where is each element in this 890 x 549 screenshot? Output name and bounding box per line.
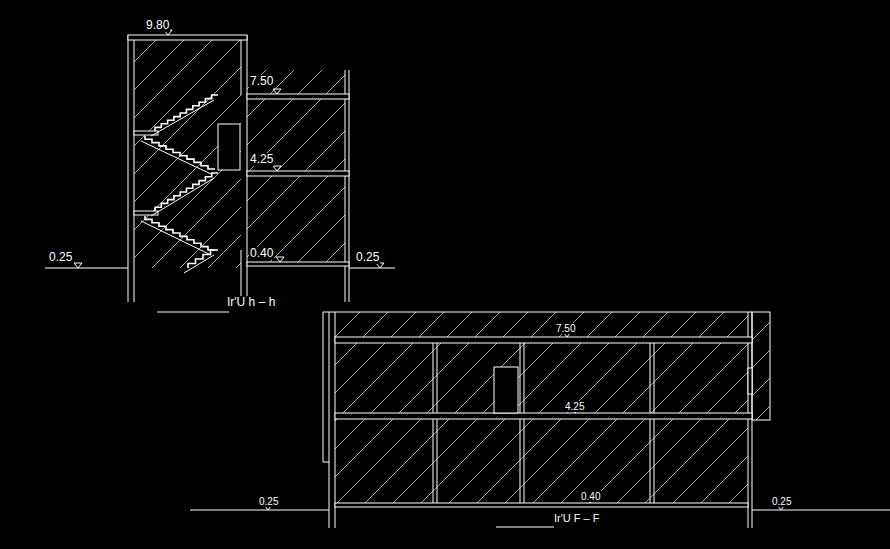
- hatch-area: [752, 312, 770, 420]
- wall-line: [345, 70, 346, 302]
- stairs: [141, 95, 218, 273]
- slab: [128, 35, 247, 40]
- ground-line: [190, 510, 329, 511]
- door: [494, 367, 518, 413]
- section-title: Ir'U h – h: [226, 296, 276, 309]
- stair-flight: [188, 250, 218, 268]
- stair-underside: [151, 178, 214, 216]
- level-label: 0.40: [249, 247, 274, 260]
- level-label: 0.25: [258, 496, 279, 507]
- stair-underside: [184, 255, 214, 273]
- slab: [247, 94, 349, 99]
- wall-line: [241, 40, 242, 95]
- wall-line: [752, 312, 753, 528]
- level-mark: [273, 89, 281, 94]
- wall-line: [134, 40, 135, 302]
- level-label: 4.25: [249, 153, 274, 166]
- level-label: 4.25: [564, 401, 585, 412]
- level-mark: [74, 263, 82, 268]
- slab: [247, 262, 349, 266]
- stair-underside: [141, 221, 211, 255]
- ground-line: [45, 268, 128, 269]
- slab: [335, 413, 752, 419]
- section-bottom: [190, 312, 890, 528]
- column: [437, 343, 438, 503]
- stair-flight: [155, 173, 218, 211]
- hatch-area: [134, 40, 241, 268]
- door: [218, 124, 240, 170]
- wall-line: [748, 312, 749, 528]
- slab: [335, 503, 748, 507]
- level-label: 7.50: [249, 75, 274, 88]
- slab: [247, 171, 349, 176]
- stair-flight: [145, 136, 215, 169]
- title-underline: [157, 312, 229, 313]
- stair-flight: [145, 216, 215, 250]
- level-label: 7.50: [555, 323, 576, 334]
- column: [433, 343, 434, 503]
- level-label: 0.25: [48, 251, 73, 264]
- wall-line: [241, 250, 242, 302]
- level-mark: [273, 166, 281, 171]
- wall-line: [329, 312, 330, 528]
- column: [650, 343, 651, 503]
- section-top: [45, 30, 395, 312]
- stair-underside: [141, 141, 211, 174]
- stair-flight: [155, 95, 218, 131]
- column: [654, 343, 655, 503]
- level-mark: [276, 257, 284, 262]
- window: [748, 368, 752, 394]
- level-label: 0.40: [580, 491, 601, 502]
- column: [520, 343, 521, 503]
- ground-line: [752, 510, 890, 511]
- ground-line: [349, 268, 395, 269]
- stair-underside: [151, 100, 214, 136]
- wall-line: [329, 312, 752, 313]
- level-label: 0.25: [771, 496, 792, 507]
- wall-line: [335, 312, 336, 528]
- level-label: 9.80: [145, 19, 170, 32]
- wall-line: [128, 35, 129, 302]
- wall-line: [323, 312, 329, 462]
- title-underline: [496, 527, 554, 528]
- level-label: 0.25: [355, 251, 380, 264]
- slab: [335, 337, 752, 343]
- column: [524, 343, 525, 503]
- wall-line: [349, 70, 350, 302]
- section-title: Ir'U F – F: [553, 512, 601, 524]
